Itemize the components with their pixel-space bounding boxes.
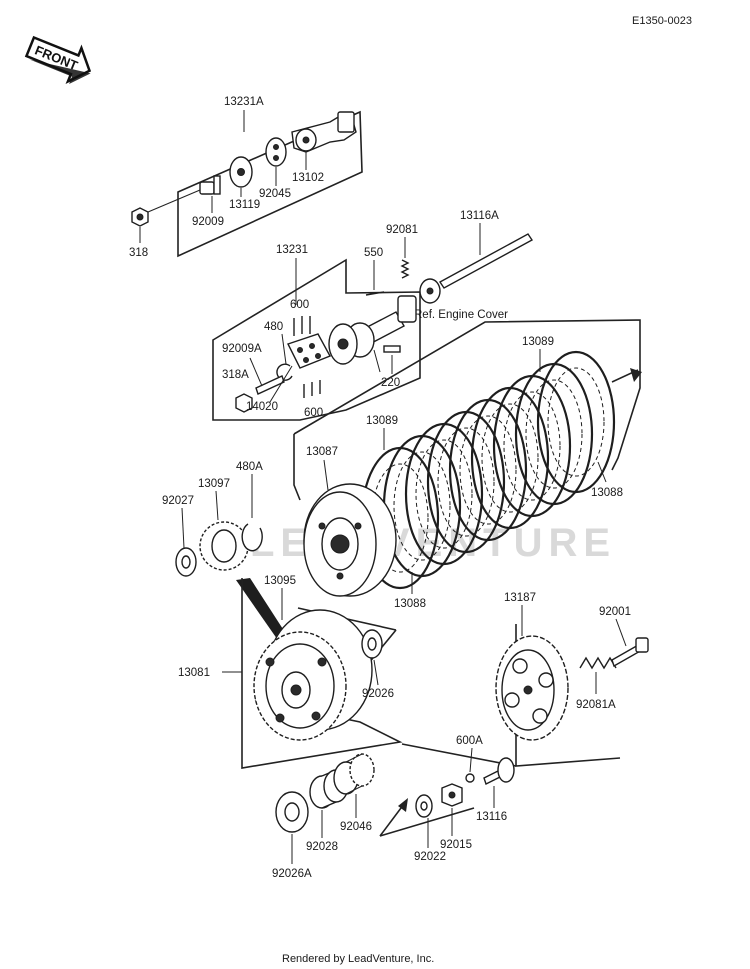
plate-13119 [229,156,253,188]
release-shaft [328,295,417,373]
label-92081a: 92081A [576,699,616,711]
label-92027: 92027 [162,495,194,507]
ball-600a [465,773,475,783]
label-92009: 92009 [192,216,224,228]
label-92026a: 92026A [272,868,312,880]
label-220: 220 [381,377,400,389]
label-92001: 92001 [599,606,631,618]
label-600-bottom: 600 [304,407,323,419]
bolt-92009a [255,375,285,395]
label-13231a: 13231A [224,96,264,108]
label-ref-engine-cover: Ref. Engine Cover [414,309,508,321]
washer-92026a [275,791,309,833]
bolt-92001 [611,637,649,668]
label-13088-right: 13088 [591,487,623,499]
label-13095: 13095 [264,575,296,587]
pressure-plate-13187 [495,635,569,741]
label-92009a: 92009A [222,343,262,355]
rod-13116a [419,233,534,304]
needle-bearing-92046 [333,753,375,795]
diagram-ref-code: E1350-0023 [632,15,692,27]
label-318: 318 [129,247,148,259]
holder-14020 [287,333,331,369]
pins-600-bottom [303,380,321,398]
label-92045: 92045 [259,188,291,200]
nut-318a [235,393,253,413]
label-92046: 92046 [340,821,372,833]
label-13187: 13187 [504,592,536,604]
label-13116: 13116 [476,811,507,823]
label-92081: 92081 [386,224,418,236]
label-13087: 13087 [306,446,338,458]
label-13102: 13102 [292,172,324,184]
label-13089-top: 13089 [522,336,554,348]
circlip-480a [241,523,263,552]
label-92015: 92015 [440,839,472,851]
label-480a: 480A [236,461,263,473]
pushrod-13116 [483,757,515,785]
pins-600-top [293,316,311,336]
label-13081: 13081 [178,667,210,679]
clutch-housing-13081 [253,609,373,741]
label-14020: 14020 [246,401,278,413]
label-13089-mid: 13089 [366,415,398,427]
front-arrow-badge: FRONT [24,35,92,85]
footer-credit: Rendered by LeadVenture, Inc. [282,953,434,965]
label-13097: 13097 [198,478,230,490]
clutch-plate-stack [360,350,616,590]
label-92022: 92022 [414,851,446,863]
label-92028: 92028 [306,841,338,853]
clutch-hub-13087 [303,483,397,597]
bracket-92045 [265,137,287,167]
frame-clutch-pack [293,434,301,501]
label-480: 480 [264,321,283,333]
label-13119: 13119 [229,199,260,211]
label-13231: 13231 [276,244,308,256]
nut-92015 [441,783,463,807]
label-600a: 600A [456,735,483,747]
label-13116a: 13116A [460,210,499,222]
nut-318 [131,207,149,227]
washer-92022 [415,794,433,818]
bolt-92009 [199,175,221,195]
label-13088-bottom: 13088 [394,598,426,610]
washer-92026 [361,629,383,659]
label-550: 550 [364,247,383,259]
frame-13231 [212,258,421,421]
label-92026: 92026 [362,688,394,700]
gear-13097 [199,521,249,571]
label-318a: 318A [222,369,249,381]
label-600-top: 600 [290,299,309,311]
washer-92027 [175,547,197,577]
spring-92081a [579,656,617,670]
lever-13102 [291,111,357,153]
